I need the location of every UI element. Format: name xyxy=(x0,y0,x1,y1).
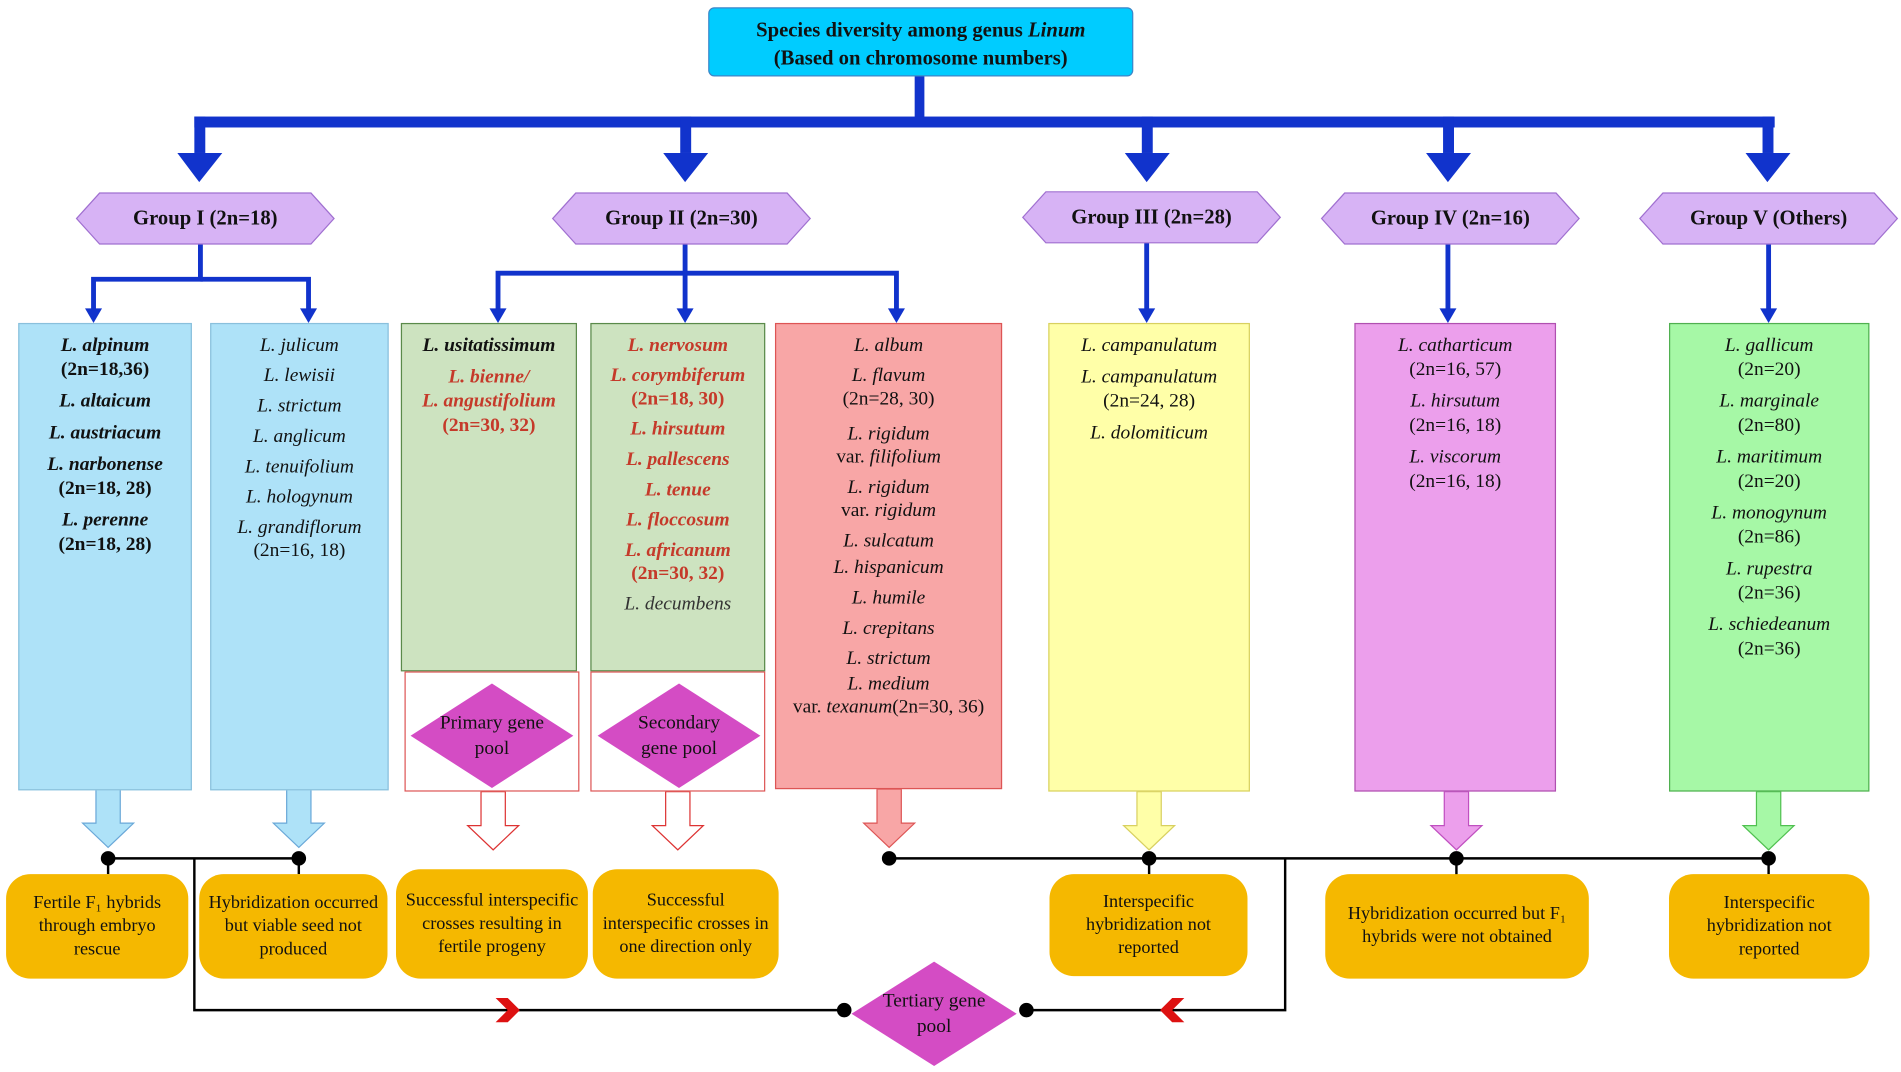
group-2c-species-box: L. album L. flavum(2n=28, 30) L. rigidum… xyxy=(774,322,1003,790)
group-3-species-box: L. campanulatum L. campanulatum(2n=24, 2… xyxy=(1048,322,1250,792)
outcome-group3-not-reported: Interspecific hybridization not reported xyxy=(1049,874,1248,977)
tertiary-gene-pool: Tertiary gene pool xyxy=(850,960,1018,1067)
block-arrows xyxy=(81,788,1796,851)
group-4-label: Group IV (2n=16) xyxy=(1320,192,1580,245)
outcome-group5-not-reported: Interspecific hybridization not reported xyxy=(1668,874,1870,979)
outcome-one-direction: Successful interspecific crosses in one … xyxy=(592,869,779,979)
sub-arrowheads xyxy=(85,308,1778,323)
title-subtext: (Based on chromosome numbers) xyxy=(773,46,1068,70)
outcome-fertile-progeny: Successful interspecific crosses resulti… xyxy=(395,869,588,979)
title-genus: Linum xyxy=(1027,18,1086,42)
group-5-label: Group V (Others) xyxy=(1639,192,1899,245)
main-arrows xyxy=(177,75,1791,183)
group-1a-species-box: L. alpinum(2n=18,36) L. altaicum L. aust… xyxy=(18,322,192,791)
group-3-label: Group III (2n=28) xyxy=(1021,191,1282,244)
primary-gene-pool: Primary gene pool xyxy=(409,682,574,789)
group-4-species-box: L. catharticum(2n=16, 57) L. hirsutum(2n… xyxy=(1354,322,1557,792)
black-lines xyxy=(106,857,1770,1012)
group-1-label: Group I (2n=18) xyxy=(75,192,335,245)
page-title: Species diversity among genus Linum (Bas… xyxy=(708,7,1134,77)
sub-arrows xyxy=(91,242,1772,311)
outcome-no-viable-seed: Hybridization occurred but viable seed n… xyxy=(199,874,388,979)
dots xyxy=(100,851,1776,1018)
group-1b-species-box: L. julicum L. lewisii L. strictum L. ang… xyxy=(210,322,389,791)
group-2-label: Group II (2n=30) xyxy=(551,192,812,245)
outcome-embryo-rescue: Fertile F₁ hybrids through embryo rescue xyxy=(6,874,189,979)
title-text: Species diversity among genus xyxy=(756,18,1028,42)
secondary-gene-pool: Secondary gene pool xyxy=(596,682,761,789)
group-5-species-box: L. gallicum(2n=20) L. marginale(2n=80) L… xyxy=(1668,322,1870,792)
group-2b-species-box: L. nervosum L. corymbiferum(2n=18, 30) L… xyxy=(590,322,766,672)
group-2a-species-box: L. usitatissimum L. bienne/L. angustifol… xyxy=(400,322,577,672)
outcome-no-f1-hybrids: Hybridization occurred but F₁ hybrids we… xyxy=(1325,874,1589,979)
